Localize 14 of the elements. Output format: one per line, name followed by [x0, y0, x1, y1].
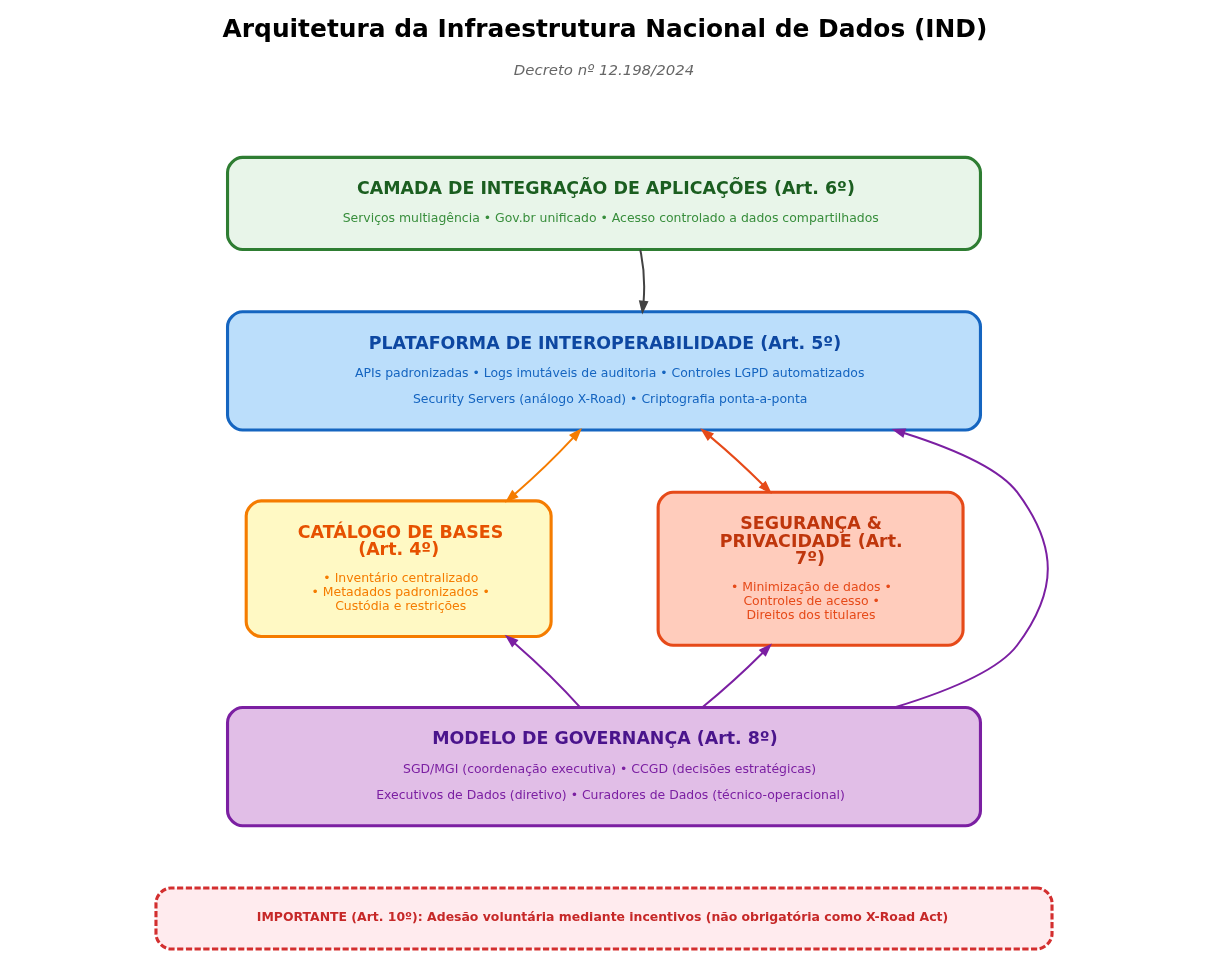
label: Decreto nº 12.198/2024 — [513, 61, 695, 80]
diagram-title: Arquitetura da Infraestrutura Nacional de Dados (IND) — [222, 13, 988, 43]
arrow — [504, 634, 582, 709]
node-box: IMPORTANTE (Art. 10º): Adesão voluntária mediante incentivos (não obrigatória como X-Road Act) — [154, 886, 1054, 951]
arrow — [891, 428, 1049, 709]
node-box: MODELO DE GOVERNANÇA (Art. 8º) SGD/MGI (coordenação executiva) • CCGD (decisões estratégicas) Executivos de Dados (diretivo) • Curadores de Dados (técnico-operacional) — [226, 705, 982, 828]
node-box: SEGURANÇA & PRIVACIDADE (Art. 7º) • Minimização de dados • Controles de acesso • Direitos dos titulares — [656, 490, 965, 647]
node-box: CATÁLOGO DE BASES (Art. 4º) • Inventário centralizado • Metadados padronizados • Custódia e restrições — [244, 499, 553, 639]
arrow — [638, 248, 649, 315]
arrow — [504, 427, 582, 503]
arrow — [701, 643, 773, 709]
node-box: PLATAFORMA DE INTEROPERABILIDADE (Art. 5º) APIs padronizadas • Logs imutáveis de auditoria • Controles LGPD automatizados Security Servers (análogo X-Road) • Criptografia ponta-a-ponta — [226, 310, 982, 432]
arrow — [700, 428, 772, 494]
node-box: CAMADA DE INTEGRAÇÃO DE APLICAÇÕES (Art. 6º) Serviços multiagência • Gov.br unificado • Acesso controlado a dados compartilhados — [226, 155, 982, 252]
